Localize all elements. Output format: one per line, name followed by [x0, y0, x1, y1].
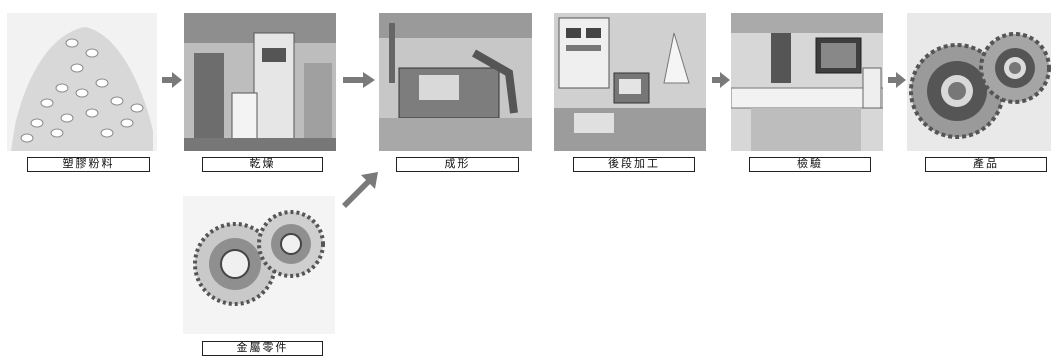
arrow-right-icon [162, 72, 182, 88]
arrow-right-icon [888, 72, 906, 88]
step-label-5: 檢驗 [749, 157, 871, 172]
step-label-2: 乾燥 [202, 157, 323, 172]
dryer-machine-photo [184, 13, 336, 151]
arrow-right-icon [343, 72, 375, 88]
post-processing-station-photo [554, 13, 706, 151]
finished-gears-photo [907, 13, 1051, 151]
inspection-station-photo [731, 13, 883, 151]
step-label-4: 後段加工 [573, 157, 695, 172]
arrow-right-icon [712, 72, 730, 88]
step-label-6: 產品 [925, 157, 1047, 172]
molding-machine-photo [379, 13, 532, 151]
arrow-diagonal-icon [340, 168, 382, 210]
step-label-1: 塑膠粉料 [27, 157, 150, 172]
metal-parts-photo [183, 196, 335, 334]
insert-label: 金屬零件 [202, 341, 323, 356]
step-label-3: 成形 [396, 157, 519, 172]
plastic-pellets-photo [7, 13, 157, 151]
